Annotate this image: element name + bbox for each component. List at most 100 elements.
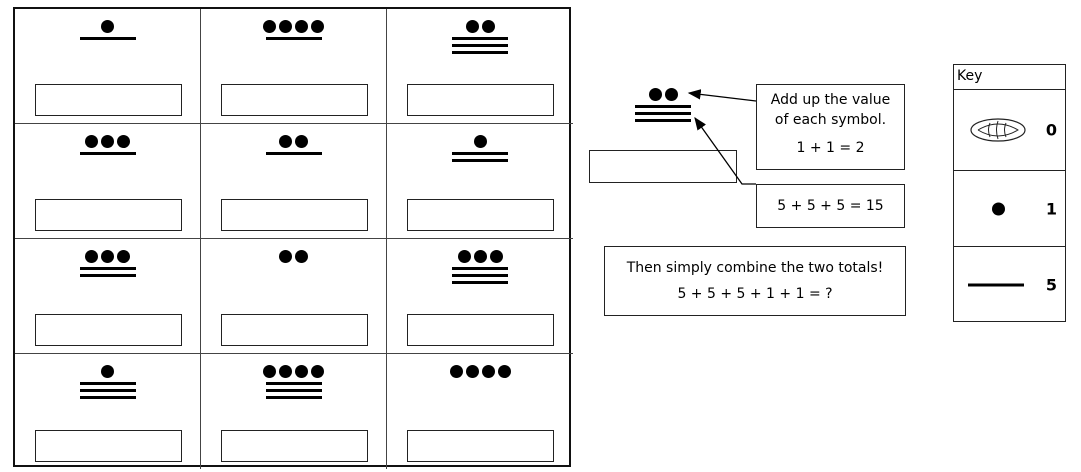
example-bars (635, 105, 691, 122)
bar-icon (452, 267, 508, 270)
dot-icon (457, 249, 471, 263)
note-text: 1 + 1 = 2 (796, 140, 865, 156)
bar-icon (265, 396, 322, 399)
key-title: Key (957, 68, 983, 84)
example-dots (648, 87, 678, 101)
bar-icon (452, 51, 508, 54)
numeral-cell (15, 239, 201, 354)
dot-icon (117, 249, 130, 263)
bar-icon (635, 112, 691, 115)
numeral-dots (457, 249, 503, 263)
answer-box[interactable] (221, 84, 368, 116)
key-row-five: 5 (954, 246, 1065, 322)
numeral-dots (85, 134, 130, 148)
answer-box[interactable] (35, 84, 182, 116)
arrow-to-dots (687, 89, 757, 102)
numeral-bars (79, 152, 136, 155)
dot-icon (295, 364, 308, 378)
dot-icon (497, 364, 511, 378)
answer-box[interactable] (407, 430, 554, 462)
bar-icon (635, 105, 691, 108)
numeral-cell (15, 9, 201, 124)
dot-icon (295, 249, 308, 263)
dot-icon (85, 249, 98, 263)
maya-numeral (15, 249, 200, 309)
answer-box[interactable] (221, 430, 368, 462)
maya-numeral (201, 249, 386, 309)
numeral-bars (79, 37, 136, 40)
bar-icon (452, 152, 508, 155)
maya-numeral (15, 134, 200, 194)
numeral-dots (279, 249, 308, 263)
bar-icon (452, 44, 508, 47)
bar-icon (452, 159, 508, 162)
maya-numeral (387, 249, 573, 309)
dot-icon (465, 19, 479, 33)
answer-box[interactable] (35, 430, 182, 462)
numeral-cell (387, 354, 573, 469)
numeral-dots (263, 19, 324, 33)
note-text: 5 + 5 + 5 + 1 + 1 = ? (677, 286, 833, 302)
numeral-grid (13, 7, 573, 469)
dot-icon (101, 249, 114, 263)
numeral-dots (101, 19, 114, 33)
key-value: 0 (1045, 120, 1057, 140)
bar-icon (635, 119, 691, 122)
numeral-bars (79, 382, 136, 399)
answer-box[interactable] (407, 199, 554, 231)
dot-icon (473, 249, 487, 263)
numeral-cell (387, 124, 573, 239)
numeral-cell (201, 354, 387, 469)
bar-icon (79, 37, 136, 40)
key-panel: Key 0 1 5 (953, 64, 1066, 322)
bar-icon (79, 382, 136, 385)
dot-icon (101, 134, 114, 148)
answer-box[interactable] (407, 314, 554, 346)
bar-icon (968, 283, 1024, 286)
bar-icon (79, 152, 136, 155)
numeral-dots (279, 134, 308, 148)
bar-icon (79, 389, 136, 392)
dot-icon (648, 87, 662, 101)
note-text: Then simply combine the two totals! (626, 260, 884, 276)
maya-numeral (15, 364, 200, 424)
answer-box[interactable] (407, 84, 554, 116)
dot-icon (295, 19, 308, 33)
bar-icon (79, 267, 136, 270)
dot-icon (101, 364, 114, 378)
numeral-cell (15, 354, 201, 469)
note-text: of each symbol. (774, 112, 887, 128)
example-answer-box[interactable] (589, 150, 737, 183)
bar-icon (265, 37, 322, 40)
answer-box[interactable] (221, 314, 368, 346)
numeral-bars (452, 267, 508, 284)
dot-icon (263, 364, 276, 378)
numeral-bars (452, 37, 508, 54)
numeral-bars (79, 267, 136, 277)
maya-numeral (201, 364, 386, 424)
numeral-cell (387, 239, 573, 354)
numeral-dots (101, 364, 114, 378)
shell-icon (970, 118, 1026, 142)
numeral-cell (201, 124, 387, 239)
numeral-bars (265, 37, 322, 40)
key-row-zero: 0 (954, 89, 1065, 170)
bar-icon (79, 396, 136, 399)
numeral-cell (15, 124, 201, 239)
dot-icon (489, 249, 503, 263)
dot-icon (481, 19, 495, 33)
bar-icon (452, 281, 508, 284)
numeral-dots (85, 249, 130, 263)
answer-box[interactable] (221, 199, 368, 231)
answer-box[interactable] (35, 199, 182, 231)
note-bars-sum: 5 + 5 + 5 = 15 (756, 184, 905, 228)
dot-icon (465, 364, 479, 378)
dot-icon (311, 364, 324, 378)
answer-box[interactable] (35, 314, 182, 346)
dot-icon (473, 134, 487, 148)
numeral-dots (473, 134, 487, 148)
key-row-one: 1 (954, 170, 1065, 246)
bar-icon (452, 274, 508, 277)
key-value: 1 (1045, 199, 1057, 218)
dot-icon (101, 19, 114, 33)
